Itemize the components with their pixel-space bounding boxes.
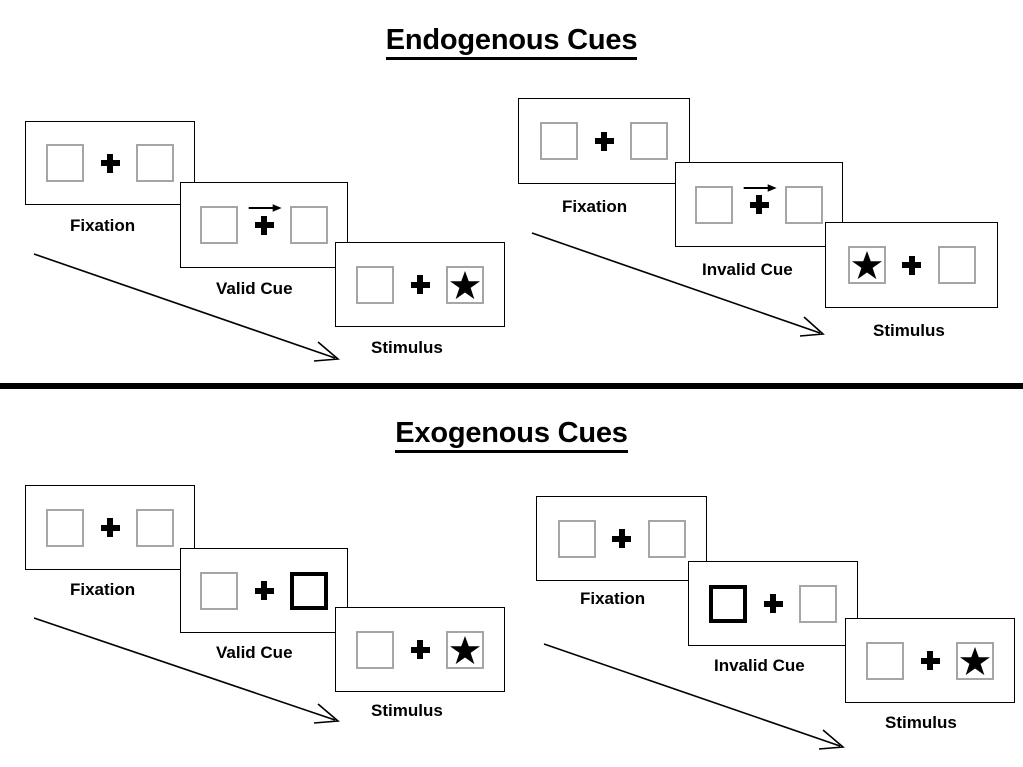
trial-panel-invalid-cue: [688, 561, 858, 646]
left-box: [46, 144, 84, 182]
panel-inner: [709, 580, 837, 628]
panel-caption: Fixation: [580, 589, 646, 608]
star-icon: [450, 635, 480, 664]
trial-panel-stimulus: [825, 222, 998, 308]
fixation-cross-area: [886, 241, 938, 289]
flow-arrow-icon: [543, 643, 845, 750]
fixation-cross-area: [733, 181, 785, 229]
section-title-endogenous-text: Endogenous Cues: [385, 24, 637, 60]
right-box: [446, 265, 484, 304]
panel-inner: [866, 637, 994, 685]
right-box: [647, 519, 686, 558]
panel-inner: [46, 139, 174, 187]
fixation-cross-icon: [410, 640, 430, 659]
panel-caption: Stimulus: [371, 338, 443, 357]
fixation-cross-area: [747, 580, 799, 628]
fixation-cross-icon: [902, 255, 921, 275]
panel-caption: Valid Cue: [216, 643, 293, 662]
panel-inner: [847, 241, 976, 289]
fixation-cross-area: [238, 567, 290, 615]
trial-panel-fixation: [536, 496, 707, 581]
panel-inner: [46, 504, 174, 552]
section-title-endogenous: Endogenous Cues: [0, 24, 1023, 60]
fixation-cross-area: [394, 261, 446, 309]
right-box: [799, 584, 837, 623]
star-icon: [851, 250, 882, 280]
panel-caption: Valid Cue: [216, 279, 293, 298]
fixation-cross-area: [394, 626, 446, 674]
fixation-cross-icon: [410, 275, 430, 294]
fixation-cross-icon: [594, 131, 614, 151]
fixation-cross-icon: [100, 153, 120, 173]
section-divider: [0, 383, 1023, 389]
right-box: [630, 122, 668, 160]
left-box: [356, 630, 394, 669]
flow-arrow-icon: [531, 232, 825, 337]
trial-panel-stimulus: [845, 618, 1015, 703]
fixation-cross-icon: [612, 529, 631, 548]
right-box: [937, 246, 976, 284]
right-box: [290, 206, 328, 244]
panel-inner: [557, 515, 686, 563]
trial-panel-fixation: [518, 98, 690, 184]
fixation-cross-area: [84, 139, 136, 187]
left-box: [46, 508, 84, 547]
fixation-cross-icon: [100, 518, 120, 537]
left-box: [847, 246, 886, 284]
panel-inner: [356, 261, 484, 309]
trial-panel-invalid-cue: [675, 162, 843, 247]
left-box: [200, 571, 238, 610]
trial-panel-fixation: [25, 485, 195, 570]
cue-arrow-right-icon: [248, 201, 282, 213]
panel-caption: Fixation: [562, 197, 628, 216]
panel-inner: [200, 201, 328, 249]
star-icon: [960, 646, 990, 675]
left-box: [557, 519, 596, 558]
fixation-cross-area: [238, 201, 290, 249]
right-box: [785, 185, 823, 224]
panel-inner: [540, 117, 668, 165]
panel-caption: Fixation: [70, 216, 136, 235]
left-box: [356, 265, 394, 304]
left-box-cued: [709, 584, 747, 623]
panel-caption: Stimulus: [873, 321, 945, 340]
cue-arrow-right-icon: [743, 181, 777, 193]
panel-caption: Fixation: [70, 580, 136, 599]
fixation-cross-area: [84, 504, 136, 552]
fixation-cross-icon: [763, 594, 783, 613]
panel-inner: [200, 567, 328, 615]
left-box: [866, 641, 904, 680]
flow-arrow-icon: [33, 617, 340, 724]
section-title-exogenous-text: Exogenous Cues: [395, 417, 628, 453]
fixation-cross-area: [596, 515, 648, 563]
fixation-cross-icon: [920, 651, 940, 670]
star-icon: [450, 270, 480, 299]
right-box-cued: [290, 571, 328, 610]
trial-panel-stimulus: [335, 607, 505, 692]
fixation-cross-icon: [254, 581, 274, 600]
fixation-cross-icon: [749, 195, 769, 214]
section-title-exogenous: Exogenous Cues: [0, 417, 1023, 453]
left-box: [695, 185, 733, 224]
panel-caption: Invalid Cue: [702, 260, 793, 279]
panel-caption: Stimulus: [885, 713, 957, 732]
trial-panel-valid-cue: [180, 182, 348, 268]
trial-panel-stimulus: [335, 242, 505, 327]
panel-caption: Stimulus: [371, 701, 443, 720]
panel-inner: [356, 626, 484, 674]
fixation-cross-icon: [254, 215, 274, 235]
left-box: [540, 122, 578, 160]
left-box: [200, 206, 238, 244]
trial-panel-fixation: [25, 121, 195, 205]
fixation-cross-area: [904, 637, 956, 685]
trial-panel-valid-cue: [180, 548, 348, 633]
right-box: [956, 641, 994, 680]
right-box: [136, 508, 174, 547]
right-box: [446, 630, 484, 669]
right-box: [136, 144, 174, 182]
panel-inner: [695, 181, 823, 229]
flow-arrow-icon: [33, 253, 340, 362]
panel-caption: Invalid Cue: [714, 656, 805, 675]
fixation-cross-area: [578, 117, 630, 165]
